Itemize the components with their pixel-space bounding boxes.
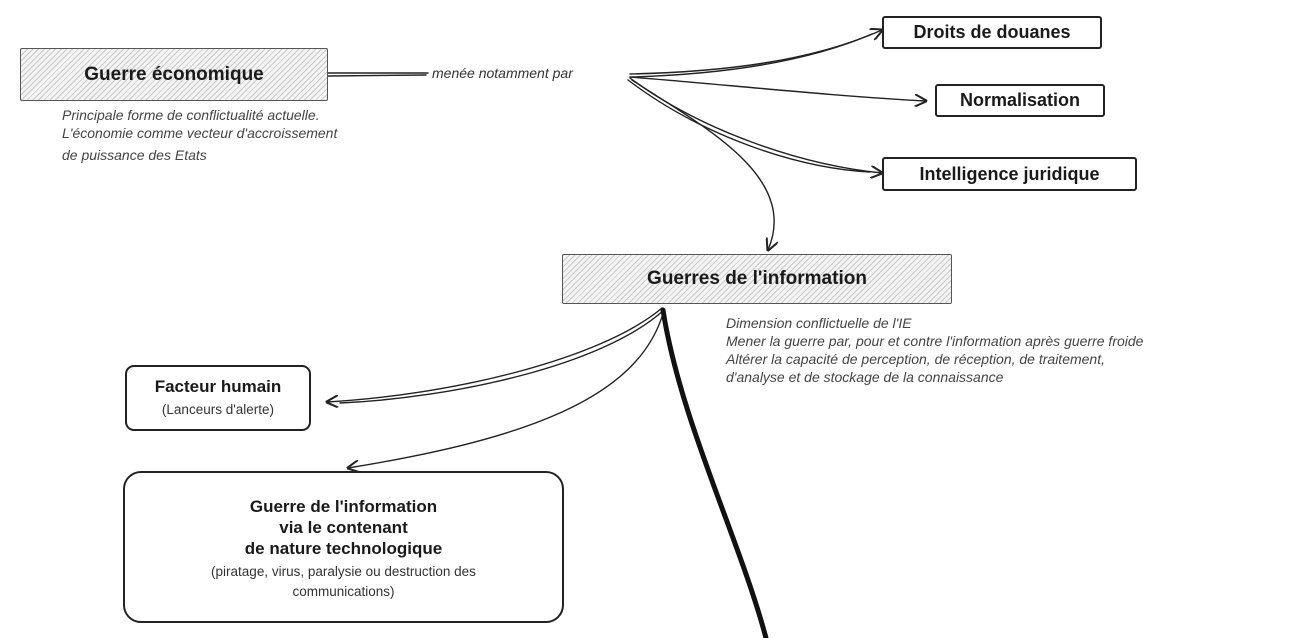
edge-to-normalisation <box>629 76 926 101</box>
edge-economique-to-label-double <box>327 74 427 77</box>
node-contenant-subline-1: (piratage, virus, paralysie ou destructi… <box>211 564 476 579</box>
note-economique-line-2: L'économie comme vecteur d'accroissement <box>62 125 338 141</box>
node-guerres-information[interactable]: Guerres de l'information <box>562 254 952 304</box>
edge-to-droits-douanes <box>629 30 882 75</box>
note-economique: Principale forme de conflictualité actue… <box>62 106 337 164</box>
edge-to-intelligence-juridique <box>629 77 882 173</box>
edge-to-droits-douanes-sketch <box>631 33 873 78</box>
node-contenant-subline-2: communications) <box>292 584 395 599</box>
edge-to-intelligence-juridique-sketch <box>627 79 871 173</box>
node-droits-douanes[interactable]: Droits de douanes <box>882 16 1102 49</box>
node-contenant-line-3: de nature technologique <box>244 539 443 558</box>
edge-label-menee: menée notamment par <box>432 65 573 81</box>
edge-to-facteur-humain <box>327 307 663 402</box>
node-facteur-humain-label: Facteur humain <box>154 377 282 396</box>
node-guerres-information-label: Guerres de l'information <box>647 268 867 289</box>
edge-thick-down <box>660 307 769 638</box>
node-facteur-humain[interactable]: Facteur humain (Lanceurs d'alerte) <box>125 365 311 431</box>
note-information-line-4: d'analyse et de stockage de la connaissa… <box>726 369 1004 385</box>
edge-to-facteur-humain-sketch <box>339 309 665 404</box>
note-economique-line-3: de puissance des Etats <box>62 147 207 163</box>
note-information-line-1: Dimension conflictuelle de l'IE <box>726 315 912 331</box>
note-economique-line-1: Principale forme de conflictualité actue… <box>62 107 320 123</box>
node-facteur-humain-sublabel: (Lanceurs d'alerte) <box>161 402 275 417</box>
node-droits-douanes-label: Droits de douanes <box>913 22 1071 42</box>
edge-to-contenant <box>348 309 665 468</box>
node-contenant[interactable]: Guerre de l'information via le contenant… <box>123 471 564 623</box>
note-information: Dimension conflictuelle de l'IE Mener la… <box>726 314 1143 386</box>
node-normalisation[interactable]: Normalisation <box>935 84 1105 117</box>
node-guerre-economique[interactable]: Guerre économique <box>20 48 328 101</box>
node-contenant-line-1: Guerre de l'information <box>249 497 438 516</box>
node-guerre-economique-label: Guerre économique <box>84 63 264 85</box>
node-contenant-line-2: via le contenant <box>279 518 408 537</box>
node-intelligence-juridique-label: Intelligence juridique <box>919 163 1100 184</box>
note-information-line-3: Altérer la capacité de perception, de ré… <box>726 351 1105 367</box>
node-intelligence-juridique[interactable]: Intelligence juridique <box>882 157 1137 191</box>
edge-to-guerres-information <box>631 79 774 250</box>
note-information-line-2: Mener la guerre par, pour et contre l'in… <box>726 333 1144 349</box>
node-normalisation-label: Normalisation <box>959 90 1081 110</box>
